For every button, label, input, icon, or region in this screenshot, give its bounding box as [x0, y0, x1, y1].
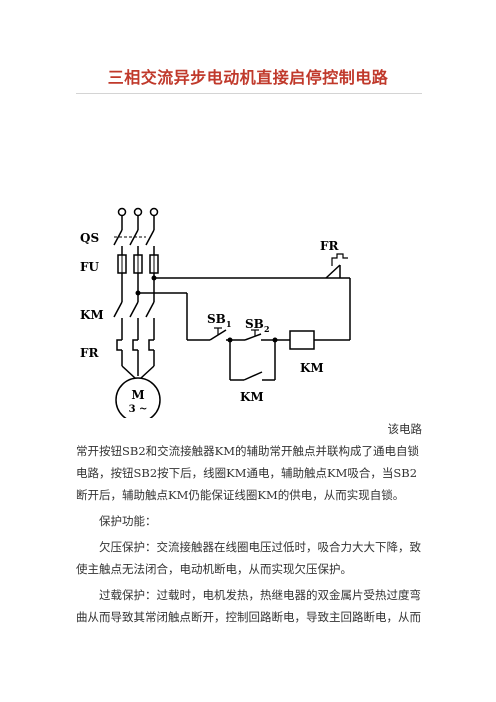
fr-heater-2: [132, 339, 138, 351]
label-km-coil: KM: [300, 361, 324, 375]
km-main-contact-1: [113, 301, 123, 318]
label-motor-phase: 3 ~: [129, 404, 148, 415]
label-sb1-sub: 1: [226, 319, 232, 329]
paragraph-undervoltage: 欠压保护：交流接触器在线圈电压过低时，吸合力大大下降，致使主触点无法闭合，电动机…: [76, 540, 421, 576]
label-km-aux: KM: [240, 390, 264, 404]
circuit-diagram: QS FU KM FR FR SB 1 SB 2 KM KM M 3 ~: [80, 207, 351, 418]
label-sb2: SB: [245, 317, 264, 331]
fr-contact-actuator: [331, 253, 348, 266]
label-fr: FR: [80, 346, 100, 360]
label-km: KM: [80, 308, 104, 322]
label-sb2-sub: 2: [264, 324, 270, 334]
paragraph-lead: 该电路: [387, 422, 423, 436]
motor-symbol: [115, 377, 161, 418]
label-motor: M: [131, 388, 144, 402]
km-main-contact-3: [145, 301, 155, 318]
fr-heater-1: [116, 339, 122, 351]
title-divider: [76, 93, 422, 94]
label-qs: QS: [80, 231, 99, 245]
fr-heater-3: [148, 339, 154, 351]
paragraph-protection-heading: 保护功能：: [99, 514, 157, 528]
page-title: 三相交流异步电动机直接启停控制电路: [107, 68, 389, 87]
label-fr-control: FR: [320, 239, 340, 253]
km-aux-contact: [243, 371, 263, 381]
terminal-l2: [133, 207, 143, 217]
sb2-contact: [244, 333, 262, 341]
label-sb1: SB: [207, 312, 226, 326]
terminal-l1: [117, 207, 127, 217]
terminal-l3: [149, 207, 159, 217]
km-coil: [289, 330, 315, 350]
qs-blade-1: [113, 229, 123, 246]
paragraph-overload: 过载保护：过载时，电机发热，热继电器的双金属片受热过度弯曲从而导致其常闭触点断开…: [76, 588, 421, 624]
label-fu: FU: [80, 260, 100, 274]
paragraph-self-lock: 常开按钮SB2和交流接触器KM的辅助常开触点并联构成了通电自锁电路，按钮SB2按…: [76, 444, 420, 502]
article-body: 该电路 常开按钮SB2和交流接触器KM的辅助常开触点并联构成了通电自锁电路，按钮…: [76, 418, 422, 628]
km-main-contact-2: [129, 301, 139, 318]
qs-blade-3: [145, 229, 155, 246]
